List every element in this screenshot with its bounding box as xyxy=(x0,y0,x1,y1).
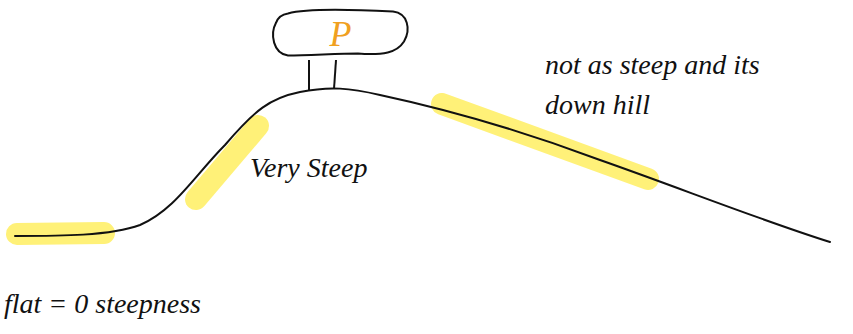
highlights xyxy=(17,104,648,234)
sign-shape xyxy=(273,10,407,56)
steep-highlight xyxy=(196,126,258,199)
sign-post xyxy=(308,60,310,91)
hill-curve xyxy=(15,88,830,242)
sign-post xyxy=(334,60,336,89)
sign-letter: P xyxy=(330,16,352,52)
handwritten-note: not as steep and its down hill xyxy=(545,45,820,125)
handwritten-note: Very Steep xyxy=(250,148,420,188)
sign-board: P xyxy=(268,6,413,62)
handwritten-note: flat = 0 steepness xyxy=(4,284,364,324)
